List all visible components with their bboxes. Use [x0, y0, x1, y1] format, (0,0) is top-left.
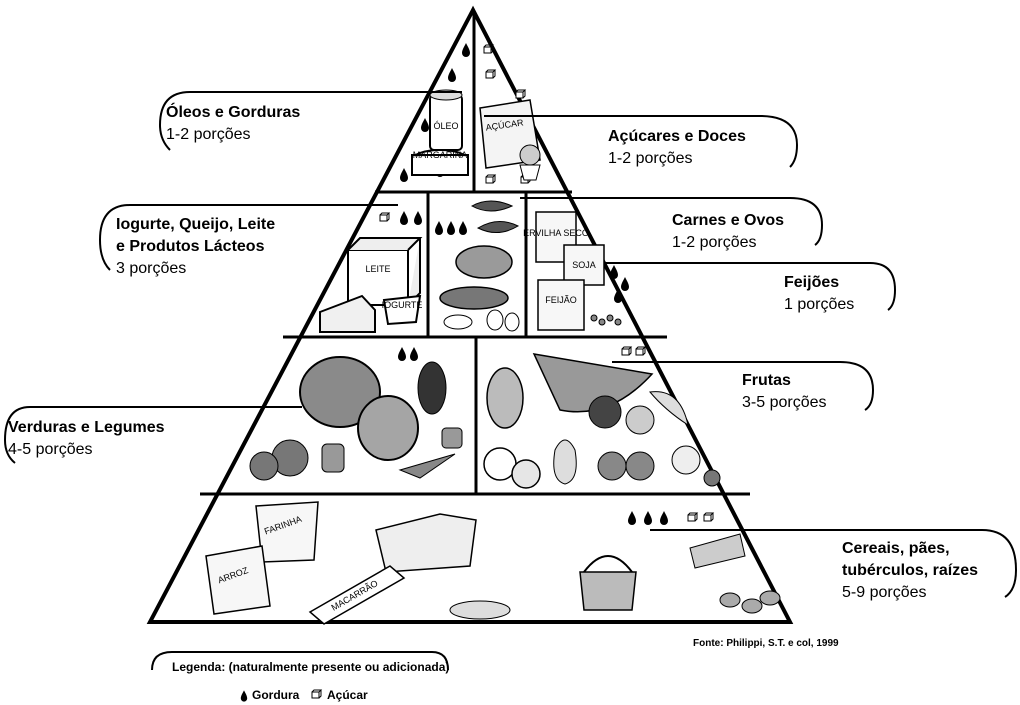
carnes-ovos-label: Carnes e Ovos 1-2 porções	[672, 210, 784, 254]
acucares-title: Açúcares e Doces	[608, 126, 746, 148]
lacteos-title-line2: e Produtos Lácteos	[116, 236, 275, 258]
source-citation: Fonte: Philippi, S.T. e col, 1999	[693, 638, 839, 649]
feijoes-title: Feijões	[784, 272, 854, 294]
margarina-label: MARGARINA	[413, 150, 468, 160]
verduras-portions: 4-5 porções	[8, 439, 165, 461]
oleos-title: Óleos e Gorduras	[166, 102, 300, 124]
lacteos-label: Iogurte, Queijo, Leite e Produtos Lácteo…	[116, 214, 275, 280]
carnes-title: Carnes e Ovos	[672, 210, 784, 232]
legend-title: Legenda: (naturalmente presente ou adici…	[172, 660, 449, 674]
oleos-portions: 1-2 porções	[166, 124, 300, 146]
cereais-label: Cereais, pães, tubérculos, raízes 5-9 po…	[842, 538, 978, 604]
feijoes-portions: 1 porções	[784, 294, 854, 316]
verduras-title: Verduras e Legumes	[8, 417, 165, 439]
feijoes-label: Feijões 1 porções	[784, 272, 854, 316]
iogurte-label: IOGURTE	[382, 300, 423, 310]
frutas-portions: 3-5 porções	[742, 392, 827, 414]
legend-sugar-label: Açúcar	[327, 688, 368, 702]
leite-label: LEITE	[365, 264, 390, 274]
cereais-portions: 5-9 porções	[842, 582, 978, 604]
carnes-portions: 1-2 porções	[672, 232, 784, 254]
sugar-cube-icon	[312, 690, 321, 698]
frutas-label: Frutas 3-5 porções	[742, 370, 827, 414]
lacteos-title-line1: Iogurte, Queijo, Leite	[116, 214, 275, 236]
cereais-title-line1: Cereais, pães,	[842, 538, 978, 560]
oleos-gorduras-label: Óleos e Gorduras 1-2 porções	[166, 102, 300, 146]
legend-fat-label: Gordura	[252, 688, 299, 702]
cereais-title-line2: tubérculos, raízes	[842, 560, 978, 582]
lacteos-portions: 3 porções	[116, 258, 275, 280]
ervilha-label: ERVILHA SECO	[523, 228, 589, 238]
soja-label: SOJA	[572, 260, 596, 270]
feijao-label: FEIJÃO	[545, 295, 577, 305]
oleo-label: ÓLEO	[433, 121, 458, 131]
acucares-doces-label: Açúcares e Doces 1-2 porções	[608, 126, 746, 170]
frutas-title: Frutas	[742, 370, 827, 392]
verduras-legumes-label: Verduras e Legumes 4-5 porções	[8, 417, 165, 461]
acucares-portions: 1-2 porções	[608, 148, 746, 170]
oil-drop-icon	[241, 690, 247, 701]
